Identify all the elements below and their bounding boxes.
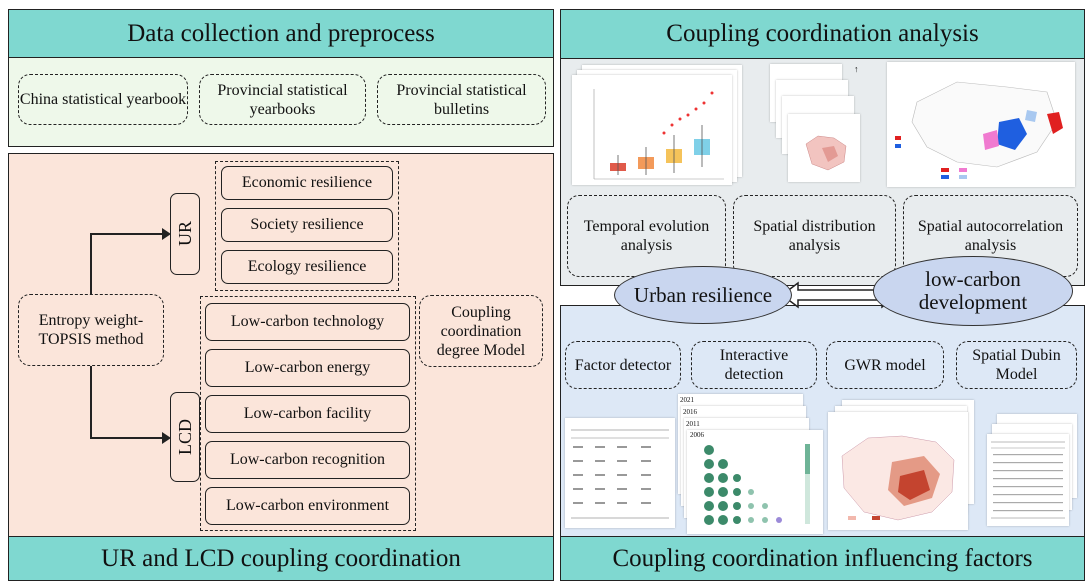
matrix-graphic	[704, 444, 810, 525]
interaction-matrix-thumbnail: 2021 2016 2011 2006	[678, 394, 826, 534]
ur-lcd-footer: UR and LCD coupling coordination	[8, 536, 554, 581]
matrix-year-label: 2006	[690, 431, 704, 439]
factor-detector: Factor detector	[565, 341, 681, 389]
low-carbon-development-ellipse: low-carbon development	[873, 256, 1073, 326]
ur-ecology-resilience: Ecology resilience	[221, 250, 393, 284]
lcd-energy: Low-carbon energy	[205, 349, 410, 387]
spatial-dubin-model: Spatial Dubin Model	[956, 341, 1077, 389]
lcd-label-box: LCD	[170, 392, 200, 482]
north-arrow-icon: ↑	[854, 64, 859, 74]
lcd-dashed-group	[200, 296, 416, 531]
spatial-distribution-analysis: Spatial distribution analysis	[733, 195, 896, 277]
ur-society-resilience: Society resilience	[221, 208, 393, 242]
lcd-environment: Low-carbon environment	[205, 487, 410, 525]
coupling-analysis-header: Coupling coordination analysis	[560, 9, 1085, 59]
ur-label-box: UR	[170, 193, 200, 275]
map-page-4	[788, 114, 860, 182]
source-provincial-bulletins: Provincial statistical bulletins	[377, 74, 546, 125]
boxplot-graphic	[593, 89, 724, 180]
matrix-page-4: 2006	[687, 430, 823, 534]
lcd-technology: Low-carbon technology	[205, 303, 410, 341]
gwr-map-graphic	[841, 435, 955, 521]
lcd-facility: Low-carbon facility	[205, 395, 410, 433]
source-provincial-yearbooks: Provincial statistical yearbooks	[199, 74, 366, 125]
spatial-maps-thumbnail: ↑	[770, 64, 865, 186]
boxplot-thumbnail	[572, 65, 747, 185]
urban-resilience-ellipse: Urban resilience	[614, 266, 792, 324]
gwr-model: GWR model	[826, 341, 944, 389]
gwr-map-thumbnail	[828, 400, 976, 532]
table-graphic	[571, 429, 669, 519]
entropy-topsis-method: Entropy weight-TOPSIS method	[18, 294, 164, 366]
connector-ur	[90, 233, 169, 235]
lcd-recognition: Low-carbon recognition	[205, 441, 410, 479]
ur-lcd-panel	[8, 153, 554, 581]
ur-economic-resilience: Economic resilience	[221, 166, 393, 200]
data-collection-header: Data collection and preprocess	[8, 9, 554, 58]
gwr-page-3	[828, 412, 968, 530]
factor-table-thumbnail	[565, 418, 675, 528]
sdm-table-graphic	[991, 441, 1065, 519]
boxplot-page-front	[572, 75, 732, 185]
connector-lcd	[90, 437, 169, 439]
connector-vertical	[90, 233, 92, 294]
lisa-map-thumbnail	[887, 62, 1075, 187]
arrow-head-lcd	[162, 432, 171, 444]
connector-vertical	[90, 366, 92, 437]
temporal-evolution-analysis: Temporal evolution analysis	[567, 195, 726, 277]
ur-dashed-group	[215, 161, 399, 291]
interactive-detection: Interactive detection	[691, 341, 817, 389]
lisa-map-graphic	[895, 81, 1063, 179]
influencing-factors-footer: Coupling coordination influencing factor…	[560, 536, 1085, 581]
lcd-label: LCD	[174, 419, 195, 455]
mini-map-graphic	[805, 135, 847, 171]
sdm-table-thumbnail	[987, 414, 1079, 528]
sdm-page-3	[987, 434, 1069, 526]
coupling-degree-model: Coupling coordination degree Model	[419, 295, 543, 367]
ur-label: UR	[174, 221, 195, 247]
arrow-head-ur	[162, 228, 171, 240]
source-china-yearbook: China statistical yearbook	[18, 74, 188, 125]
